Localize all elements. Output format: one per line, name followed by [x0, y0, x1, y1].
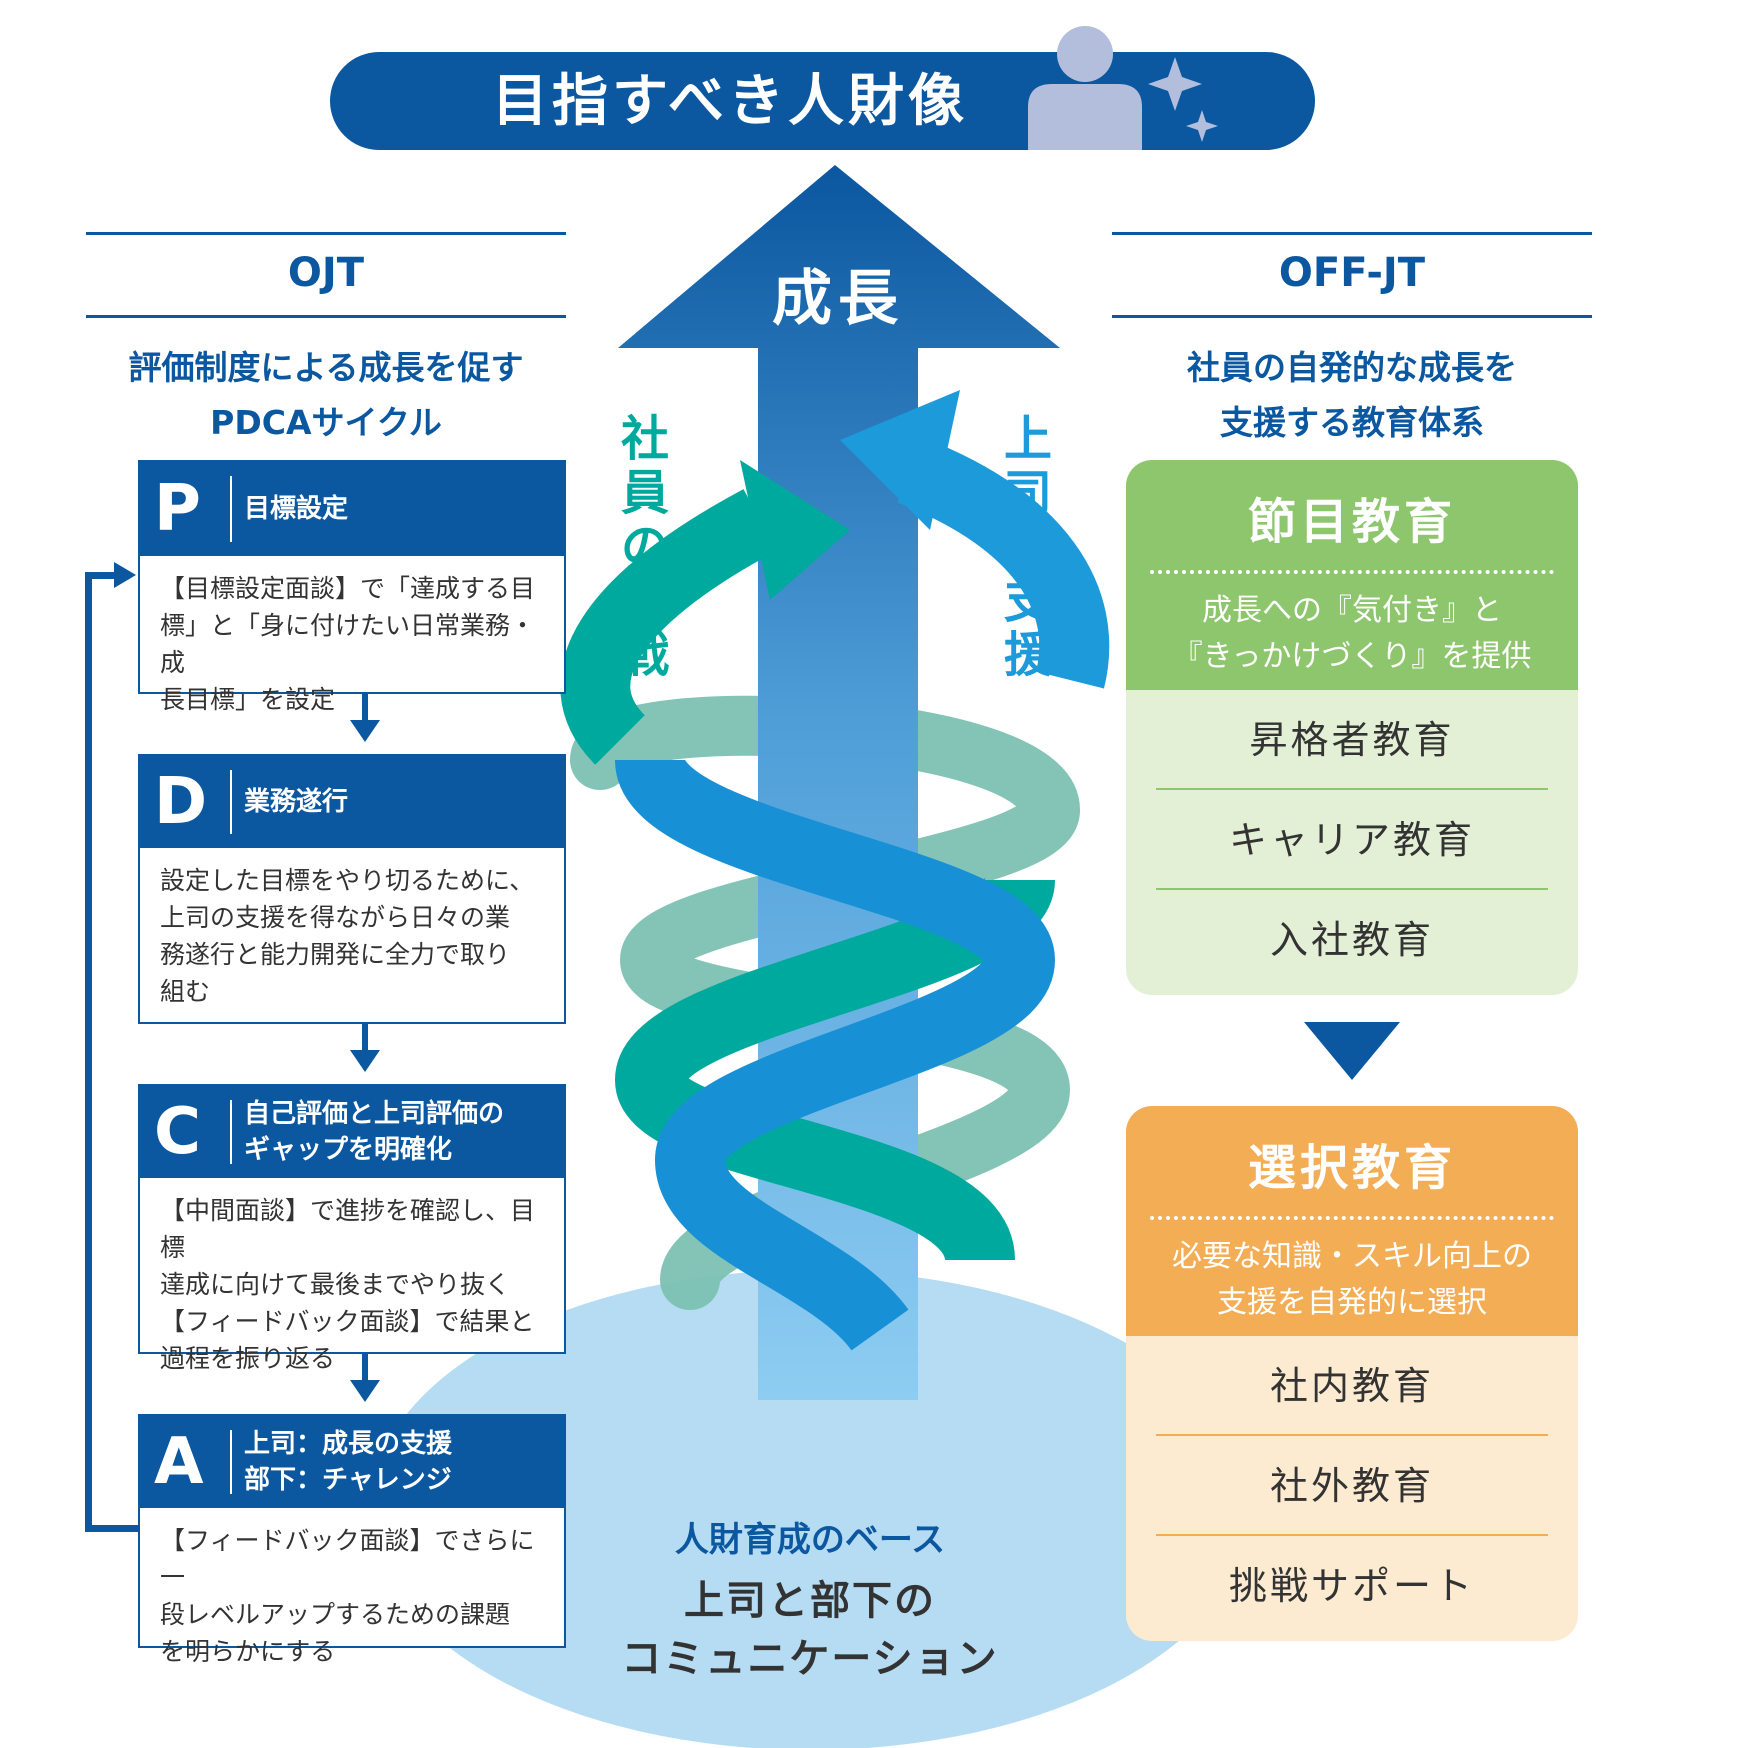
panel-desc-line1: 成長への『気付き』と	[1202, 593, 1502, 628]
down-arrow-icon	[350, 720, 380, 742]
ojt-bottom-rule	[86, 315, 566, 318]
step-label: 上司：成長の支援	[244, 1429, 453, 1459]
base-sub-line2: コミュニケーション	[621, 1636, 999, 1682]
ojt-subtitle-line2: PDCAサイクル	[210, 403, 442, 442]
growth-arrow-icon	[618, 165, 1060, 1400]
course-item: 社外教育	[1126, 1436, 1578, 1536]
loop-line-vertical	[85, 572, 92, 1532]
step-letter: A	[154, 1425, 204, 1499]
offjt-subtitle-line1: 社員の自発的な成長を	[1187, 348, 1517, 387]
step-body-line: 長目標」を設定	[160, 685, 336, 714]
panel-desc-line1: 必要な知識・スキル向上の	[1172, 1239, 1532, 1274]
panel-desc-line2: 『きっかけづくり』を提供	[1172, 639, 1532, 674]
employee-challenge-label: 社員の挑戦	[620, 411, 669, 683]
panel-title: 選択教育	[1247, 1140, 1456, 1196]
selective-education-panel: 選択教育 必要な知識・スキル向上の 支援を自発的に選択 社内教育 社外教育 挑戦…	[1126, 1106, 1578, 1641]
step-body-line: 過程を振り返る	[160, 1344, 336, 1373]
course-item: 挑戦サポート	[1228, 1564, 1475, 1608]
ojt-subtitle-line1: 評価制度による成長を促す	[128, 348, 524, 387]
panel-title: 節目教育	[1247, 494, 1456, 550]
step-body-line: 【中間面談】で進捗を確認し、目標	[160, 1196, 536, 1262]
down-triangle-icon	[1304, 1022, 1400, 1080]
down-arrow-icon	[350, 1380, 380, 1402]
pdca-step-p: P 目標設定 【目標設定面談】で「達成する目 標」と「身に付けたい日常業務・成 …	[138, 460, 566, 714]
step-body-line: 【フィードバック面談】でさらに一	[160, 1526, 535, 1592]
boss-support-label: 上司の支援	[1003, 411, 1052, 683]
base-sub-line1: 上司と部下の	[684, 1578, 936, 1624]
step-letter: P	[154, 472, 201, 546]
offjt-title: OFF-JT	[1278, 250, 1426, 296]
person-sparkle-icon	[1028, 26, 1218, 150]
pdca-step-c: C 自己評価と上司評価の ギャップを明確化 【中間面談】で進捗を確認し、目標 達…	[138, 1084, 566, 1373]
panel-desc-line2: 支援を自発的に選択	[1217, 1285, 1487, 1320]
pdca-step-d: D 業務遂行 設定した目標をやり切るために、 上司の支援を得ながら日々の業 務遂…	[138, 754, 566, 1024]
offjt-top-rule	[1112, 232, 1592, 235]
loop-arrow-icon	[114, 562, 136, 588]
step-body-line: 務遂行と能力開発に全力で取り	[160, 940, 511, 969]
step-body-line: 組む	[160, 977, 211, 1006]
step-label: 部下：チャレンジ	[244, 1465, 452, 1495]
step-label: ギャップを明確化	[244, 1135, 453, 1165]
loop-line-top	[85, 572, 117, 579]
pdca-step-a: A 上司：成長の支援 部下：チャレンジ 【フィードバック面談】でさらに一 段レベ…	[138, 1414, 566, 1666]
ojt-top-rule	[86, 232, 566, 235]
step-body-line: 【フィードバック面談】で結果と	[160, 1307, 535, 1336]
step-label: 業務遂行	[244, 787, 349, 817]
step-letter: C	[154, 1095, 201, 1169]
step-label: 自己評価と上司評価の	[244, 1099, 505, 1129]
step-label: 目標設定	[244, 494, 349, 524]
course-item: 昇格者教育	[1126, 690, 1578, 790]
step-body-line: 段レベルアップするための課題	[160, 1600, 511, 1629]
step-body-line: 標」と「身に付けたい日常業務・成	[160, 611, 536, 677]
growth-label: 成長	[772, 264, 904, 334]
loop-line-bottom	[85, 1525, 140, 1532]
step-body-line: 【目標設定面談】で「達成する目	[160, 574, 536, 603]
ojt-title: OJT	[287, 250, 365, 296]
step-body-line: 達成に向けて最後までやり抜く	[160, 1270, 511, 1299]
step-body-line: を明らかにする	[160, 1637, 336, 1666]
offjt-subtitle-line2: 支援する教育体系	[1220, 403, 1484, 442]
banner-title: 目指すべき人財像	[491, 69, 969, 134]
step-body-line: 設定した目標をやり切るために、	[160, 866, 535, 895]
step-body-line: 上司の支援を得ながら日々の業	[160, 903, 511, 932]
target-banner	[330, 52, 1315, 150]
course-item: 社内教育	[1126, 1336, 1578, 1436]
milestone-education-panel: 節目教育 成長への『気付き』と 『きっかけづくり』を提供 昇格者教育 キャリア教…	[1126, 460, 1578, 995]
down-arrow-icon	[350, 1050, 380, 1072]
course-item: キャリア教育	[1126, 790, 1578, 890]
course-item: 入社教育	[1269, 918, 1434, 962]
base-title: 人財育成のベース	[674, 1520, 946, 1560]
offjt-bottom-rule	[1112, 315, 1592, 318]
step-letter: D	[154, 765, 208, 839]
